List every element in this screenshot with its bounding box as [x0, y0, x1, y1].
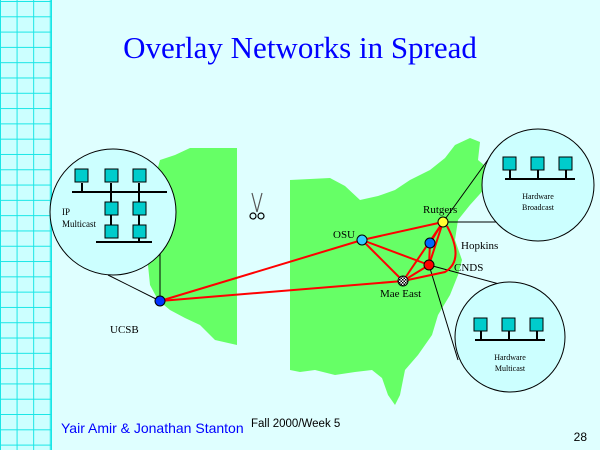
- link-osu-rutgers: [361, 221, 444, 241]
- hw-multicast-label-2: Multicast: [495, 364, 526, 373]
- label-hopkins: Hopkins: [461, 240, 498, 252]
- scissors-icon: [249, 192, 265, 220]
- hw-broadcast-label-2: Broadcast: [522, 203, 555, 212]
- node-ucsb: [154, 295, 166, 307]
- node-mae-east: [397, 275, 409, 287]
- node-rutgers: [437, 216, 449, 228]
- ip-multicast-label-2: Multicast: [62, 219, 96, 229]
- label-osu: OSU: [333, 229, 355, 241]
- footer-authors: Yair Amir & Jonathan Stanton: [61, 420, 244, 436]
- label-cnds: CNDS: [454, 262, 483, 274]
- connector-hw-multicast-2: [428, 264, 459, 361]
- callout-hardware-broadcast: Hardware Broadcast: [481, 128, 595, 242]
- footer-date: Fall 2000/Week 5: [251, 418, 341, 430]
- callout-hardware-multicast: Hardware Multicast: [454, 281, 566, 393]
- node-osu: [356, 234, 368, 246]
- eastern-us-land: [290, 138, 490, 405]
- callout-ip-multicast: IP Multicast: [49, 148, 177, 276]
- link-rutgers-cnds: [428, 221, 444, 266]
- label-rutgers: Rutgers: [423, 204, 457, 216]
- node-hopkins: [424, 237, 436, 249]
- link-ucsb-osu: [159, 239, 363, 302]
- slide-title: Overlay Networks in Spread: [123, 30, 477, 65]
- connector-hw-broadcast: [442, 149, 496, 223]
- page-number: 28: [573, 430, 587, 444]
- node-cnds: [423, 259, 435, 271]
- label-ucsb: UCSB: [110, 324, 139, 336]
- label-mae-east: Mae East: [380, 288, 421, 300]
- hw-broadcast-label-1: Hardware: [522, 192, 554, 201]
- slide-grid-decoration: [0, 0, 52, 450]
- link-rutgers-maeeast-curve: [402, 225, 457, 282]
- link-rutgers-maeeast: [402, 221, 444, 282]
- connector-ip-multicast-2: [107, 274, 161, 302]
- hw-multicast-label-1: Hardware: [494, 353, 526, 362]
- link-ucsb-maeeast: [159, 280, 404, 302]
- link-osu-maeeast: [361, 239, 404, 282]
- ip-multicast-label-1: IP: [62, 207, 70, 217]
